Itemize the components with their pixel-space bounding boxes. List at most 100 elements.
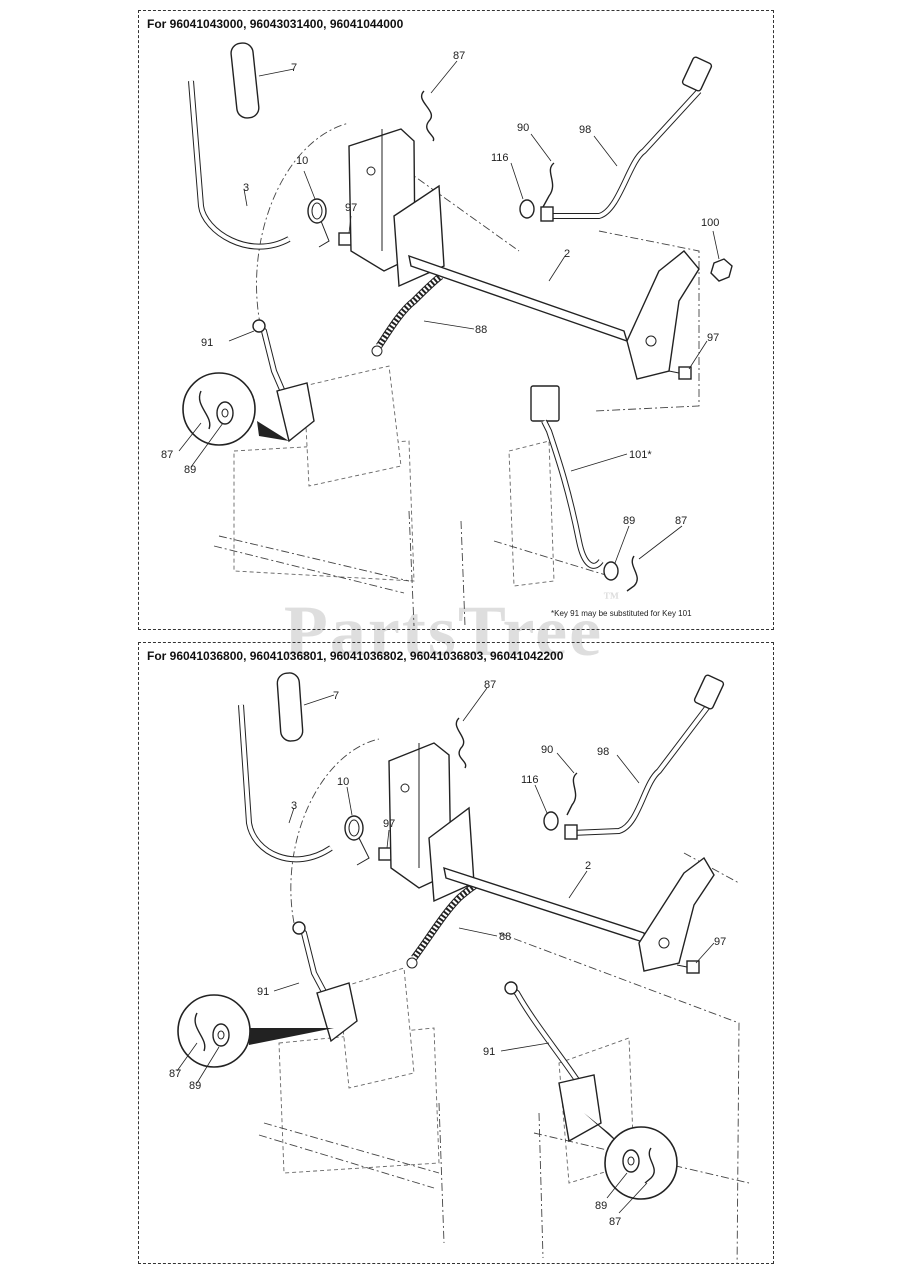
callout-2-89-a: 89 [189,1080,201,1092]
watermark: PartsTree™ [0,590,905,673]
leader-2-10 [346,786,353,816]
clip-90-2 [566,772,578,816]
bracket-hole [366,166,376,176]
callout-2-2: 2 [585,860,591,872]
leader-2-2 [568,870,588,899]
leader-2-116 [534,784,548,814]
leader-3 [243,188,248,207]
callout-116: 116 [491,152,509,164]
link-101 [542,420,603,568]
leader-2-97b [695,942,715,964]
extension-spring [371,273,444,357]
guide-arc-2 [290,738,380,924]
handle-grip [230,42,260,119]
callout-2-97-a: 97 [383,818,395,830]
callout-2-91-a: 91 [257,986,269,998]
callout-89-a: 89 [184,464,196,476]
deck-edge-line-2 [213,545,405,594]
watermark-trademark: ™ [603,590,622,607]
leader-2-88 [458,927,498,937]
callout-2-87-b: 87 [169,1068,181,1080]
callout-91: 91 [201,337,213,349]
guide-arc [256,122,350,342]
callout-90: 90 [517,122,529,134]
callout-3: 3 [243,182,249,194]
right-lift-arm [626,250,700,380]
rod-98-2-trunnion [693,674,725,710]
clip-90 [542,162,555,208]
callout-87-c: 87 [675,515,687,527]
leader-2-98 [616,754,640,784]
torsion-spring [307,198,330,248]
callout-2-91-b: 91 [483,1046,495,1058]
callout-2-89-b: 89 [595,1200,607,1212]
callout-2-87-c: 87 [609,1216,621,1228]
lift-shaft-2 [443,866,647,945]
guide-box-right [593,230,700,412]
deck-edge-line-3 [493,540,610,577]
diagram-panel-2: For 96041036800, 96041036801, 9604103680… [138,642,774,1264]
rod-98-2 [570,703,711,835]
panel-1-title: For 96041043000, 96043031400, 9604104400… [147,17,404,31]
leader-101 [570,453,628,472]
leader-89a [190,422,224,468]
panel-2-title: For 96041036800, 96041036801, 9604103680… [147,649,564,663]
leader-116 [510,162,524,200]
leader-2-3 [288,807,295,824]
leader-100 [712,230,720,260]
lift-lever [189,80,290,249]
deck-edge-line-1 [218,535,410,582]
callout-2-90: 90 [541,744,553,756]
leader-91 [228,330,255,342]
handle-grip-2 [276,672,304,742]
deck-hanger-right-2 [558,1074,602,1143]
leader-2-87c [618,1182,648,1214]
leader-87b [178,422,202,452]
lift-link-91-pivot [252,319,266,333]
bolt-97-d [676,960,700,974]
lift-link-91-right-pivot [504,981,518,995]
leader-2 [548,255,566,282]
trunnion-block-101 [530,385,560,422]
callout-2-88: 88 [499,931,511,943]
callout-2-116: 116 [521,774,539,786]
deck-frame-left [233,440,415,582]
leader-2-87b [176,1042,198,1072]
callout-100: 100 [701,217,719,229]
pivot-bracket [393,184,445,288]
leader-2-97a [386,829,390,849]
hairpin-87-c [626,555,638,592]
rod-98-outline [547,88,702,219]
leader-2-87a [462,687,488,722]
callout-2: 2 [564,248,570,260]
callout-10: 10 [296,155,308,167]
deck-hanger-left-2 [316,982,358,1043]
callout-2-97-b: 97 [714,936,726,948]
leader-87a [430,60,458,94]
callout-98: 98 [579,124,591,136]
leader-10 [303,170,316,200]
hairpin-87-a [421,90,435,142]
detail-circle-left [182,372,289,446]
guide-box-right-2 [498,932,740,1263]
leader-97a [348,215,352,234]
panel-1-drawing: 7 87 3 10 97 90 98 116 100 2 88 91 97 87… [161,42,733,627]
leader-2-91b [500,1042,550,1052]
lift-link-91-left-pivot [292,921,306,935]
callout-89-b: 89 [623,515,635,527]
deck-hanger-left [276,382,315,443]
deck-vertical-line-1 [408,510,415,627]
bolt-97-b [668,366,692,380]
leader-88 [423,320,475,330]
torsion-spring-2 [344,815,370,866]
callout-97-b: 97 [707,332,719,344]
callout-87-b: 87 [161,449,173,461]
washer-89-b [603,561,619,581]
rod-98-end [540,206,554,222]
guide-line-2 [683,852,740,884]
callout-97-a: 97 [345,202,357,214]
lift-arm-hole [645,335,657,347]
callout-2-3: 3 [291,800,297,812]
callout-101: 101* [629,449,652,461]
leader-2-91a [273,982,300,992]
